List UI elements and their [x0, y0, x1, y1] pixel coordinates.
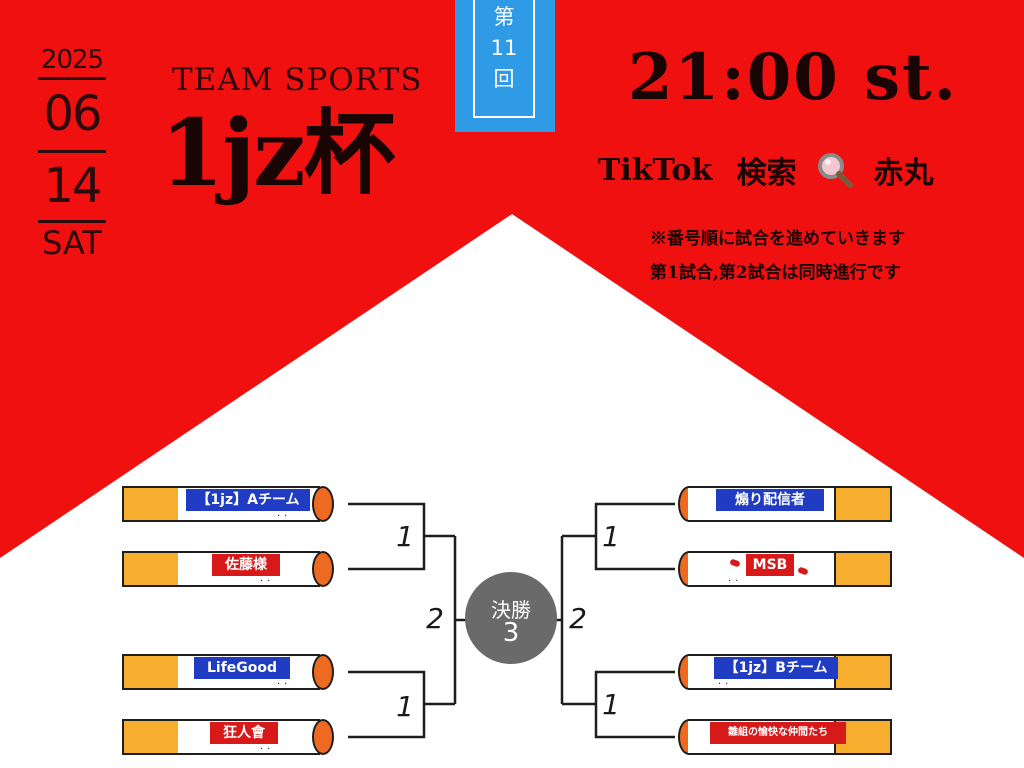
team-slot-right-4: 雛組の愉快な仲間たち — [678, 719, 892, 755]
team-bar-tip — [312, 486, 334, 522]
team-slot-right-2: MSB .. — [678, 551, 892, 587]
round-number-right-top: 1 — [602, 520, 620, 553]
team-name-label: 煽り配信者 — [716, 489, 824, 511]
team-name-label: MSB — [746, 554, 794, 576]
event-title: 1jz杯 — [160, 99, 396, 207]
schedule-note: ※番号順に試合を進めていきます — [650, 229, 905, 249]
team-slot-right-3: 【1jz】Bチーム .. — [678, 654, 892, 690]
team-slot-left-4: 狂人會 .. — [122, 719, 336, 755]
team-bar-stub — [834, 486, 892, 522]
team-name-label: 【1jz】Aチーム — [186, 489, 310, 511]
search-instruction: TikTok 検索 赤丸 — [598, 148, 998, 192]
team-slot-left-1: 【1jz】Aチーム .. — [122, 486, 336, 522]
team-dots: .. — [260, 573, 275, 584]
date-divider — [38, 77, 106, 80]
team-dots: .. — [260, 741, 275, 752]
team-slot-left-3: LifeGood .. — [122, 654, 336, 690]
round-number-left-bottom: 1 — [396, 690, 414, 723]
round-badge-prefix: 第 — [493, 5, 515, 29]
round-badge-suffix: 回 — [493, 67, 515, 91]
team-name-label: 佐藤様 — [212, 554, 280, 576]
date-weekday: SAT — [42, 224, 102, 262]
team-dots: .. — [277, 676, 292, 687]
final-match-circle: 決勝 3 — [465, 572, 557, 664]
team-name-label: 【1jz】Bチーム — [714, 657, 838, 679]
date-divider — [38, 150, 106, 153]
team-dots: .. — [718, 676, 733, 687]
team-bar-stub — [834, 551, 892, 587]
date-month: 06 — [43, 86, 102, 142]
team-dots: .. — [728, 573, 743, 584]
round-number-right-bottom: 1 — [602, 688, 620, 721]
round-badge-frame: 第 11 回 — [473, 0, 535, 118]
team-bar-stub — [122, 551, 180, 587]
schedule-note: 第1試合,第2試合は同時進行です — [650, 263, 901, 283]
round-number-left-semi: 2 — [426, 602, 444, 635]
team-slot-right-1: 煽り配信者 — [678, 486, 892, 522]
team-bar-stub — [122, 719, 180, 755]
streamer-name: 赤丸 — [873, 156, 934, 191]
team-bar-tip — [312, 551, 334, 587]
team-bar-stub — [122, 486, 180, 522]
round-badge-text: 第 11 回 — [475, 2, 533, 95]
start-time: 21:00 st. — [628, 40, 958, 115]
team-bar-tip — [312, 719, 334, 755]
team-name-label: 雛組の愉快な仲間たち — [710, 722, 846, 744]
round-number-left-top: 1 — [396, 520, 414, 553]
final-label: 決勝 — [491, 598, 531, 622]
round-number-right-semi: 2 — [569, 602, 587, 635]
round-badge-number: 11 — [490, 36, 518, 60]
magnifier-icon — [818, 153, 854, 188]
team-bar-tip — [312, 654, 334, 690]
team-name-label: 狂人會 — [210, 722, 278, 744]
final-number: 3 — [502, 618, 520, 648]
team-slot-left-2: 佐藤様 .. — [122, 551, 336, 587]
date-divider — [38, 220, 106, 223]
team-bar-stub — [122, 654, 180, 690]
date-year: 2025 — [40, 45, 104, 75]
round-badge: 第 11 回 — [455, 0, 555, 132]
event-subtitle: TEAM SPORTS — [172, 62, 423, 98]
search-label: 検索 — [736, 156, 797, 191]
platform-name: TikTok — [598, 152, 713, 188]
team-bar-stub — [834, 654, 892, 690]
team-name-label: LifeGood — [194, 657, 290, 679]
date-day: 14 — [43, 158, 102, 214]
team-dots: .. — [277, 508, 292, 519]
